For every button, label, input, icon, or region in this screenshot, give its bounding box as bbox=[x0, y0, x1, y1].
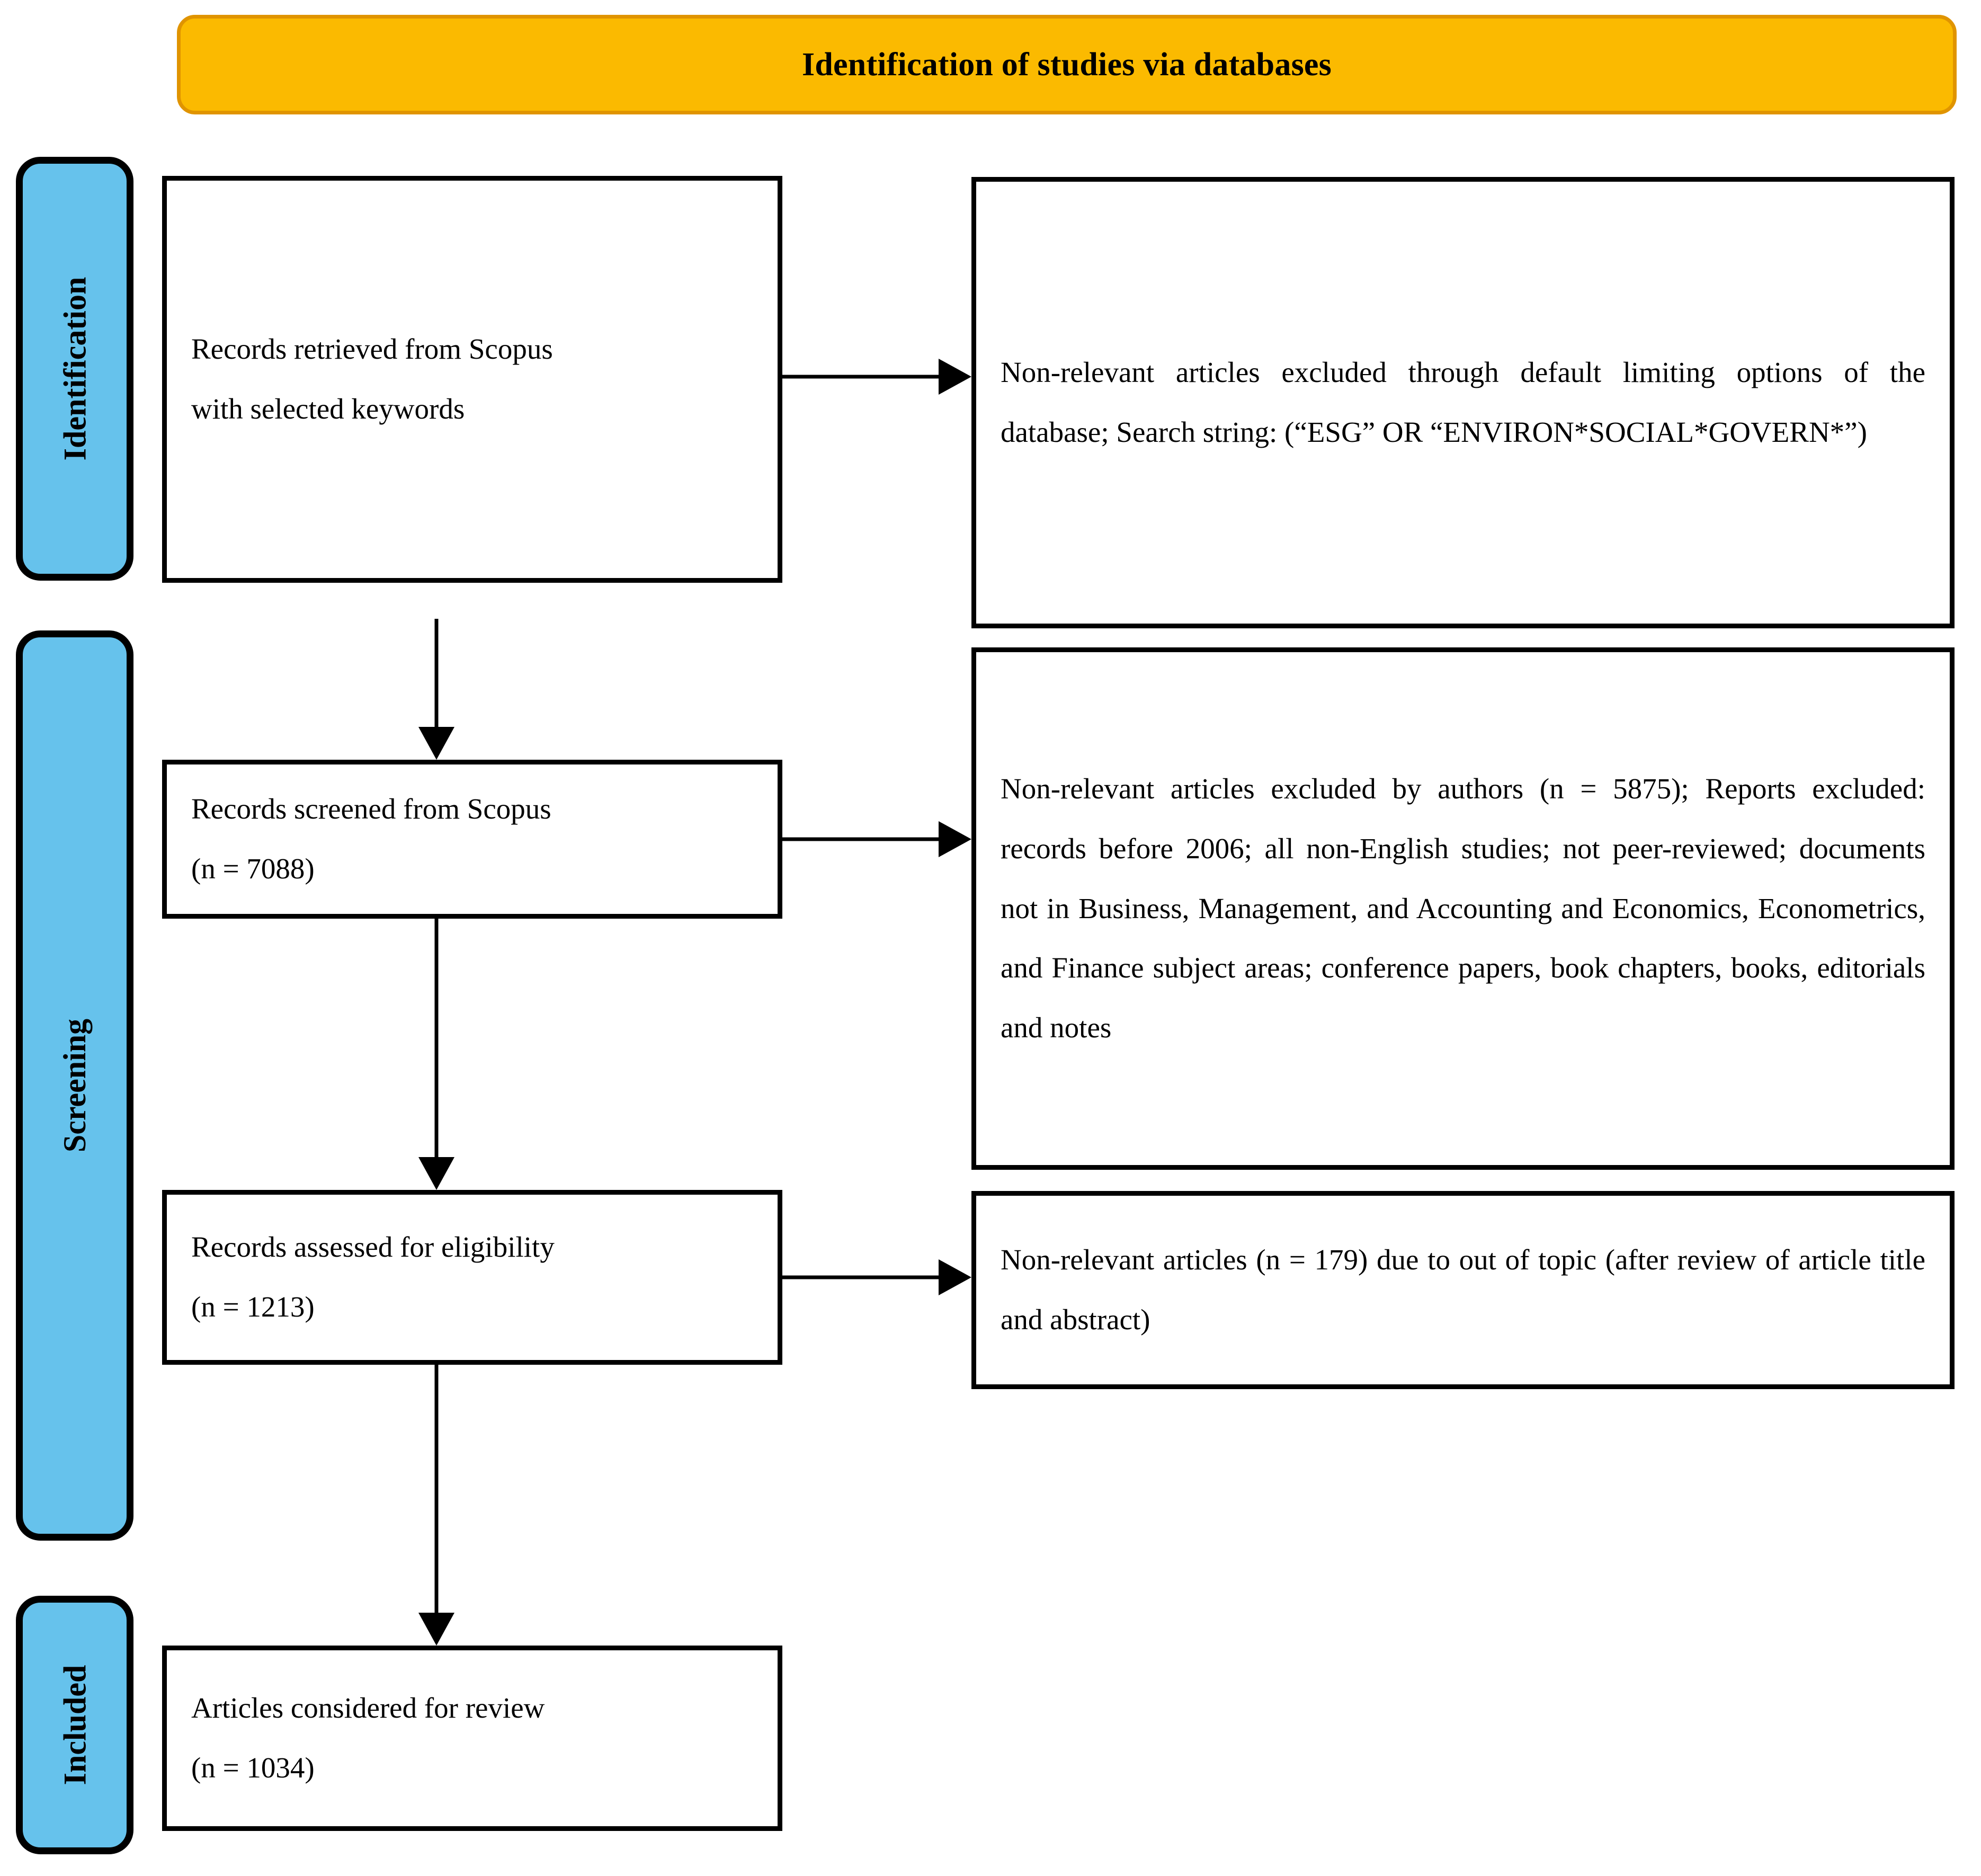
stage-label-identification: Identification bbox=[16, 157, 133, 581]
box-articles-included-count: (n = 1034) bbox=[191, 1751, 315, 1784]
arrow-head-right-icon bbox=[939, 359, 971, 395]
box-records-screened: Records screened from Scopus (n = 7088) bbox=[162, 760, 782, 919]
stage-label-screening: Screening bbox=[16, 630, 133, 1541]
box-records-retrieved-line1: Records retrieved from Scopus bbox=[191, 333, 553, 366]
header-banner: Identification of studies via databases bbox=[177, 15, 1957, 114]
arrow-shaft bbox=[434, 619, 439, 730]
stage-label-included: Included bbox=[16, 1596, 133, 1854]
box-records-screened-text: Records screened from Scopus (n = 7088) bbox=[167, 779, 778, 899]
box-records-retrieved-text: Records retrieved from Scopus with selec… bbox=[167, 319, 778, 439]
arrow-shaft bbox=[782, 375, 941, 379]
box-excluded-default-limiting-text: Non-relevant articles excluded through d… bbox=[1001, 356, 1925, 448]
box-excluded-out-of-topic-text: Non-relevant articles (n = 179) due to o… bbox=[1001, 1243, 1925, 1336]
stage-label-included-text: Included bbox=[57, 1665, 93, 1785]
arrow-down-assessed-to-included bbox=[418, 1365, 455, 1646]
box-excluded-default-limiting: Non-relevant articles excluded through d… bbox=[971, 177, 1955, 628]
arrow-shaft bbox=[782, 1275, 941, 1279]
box-records-screened-line1: Records screened from Scopus bbox=[191, 793, 551, 825]
box-excluded-by-authors-text: Non-relevant articles excluded by author… bbox=[1001, 772, 1925, 1044]
arrow-down-screened-to-assessed bbox=[418, 919, 455, 1190]
box-records-assessed: Records assessed for eligibility (n = 12… bbox=[162, 1190, 782, 1365]
box-excluded-out-of-topic: Non-relevant articles (n = 179) due to o… bbox=[971, 1191, 1955, 1389]
arrow-head-down-icon bbox=[418, 1613, 454, 1646]
arrow-head-down-icon bbox=[418, 727, 454, 760]
box-articles-included: Articles considered for review (n = 1034… bbox=[162, 1646, 782, 1831]
box-records-retrieved: Records retrieved from Scopus with selec… bbox=[162, 176, 782, 583]
page-title: Identification of studies via databases bbox=[802, 46, 1332, 83]
stage-label-identification-text: Identification bbox=[57, 277, 93, 461]
arrow-down-retrieved-to-screened bbox=[418, 619, 455, 760]
arrow-right-assessed-to-excluded-out-of-topic bbox=[782, 1259, 971, 1296]
arrow-right-retrieved-to-excluded-default bbox=[782, 358, 971, 395]
box-records-retrieved-line2: with selected keywords bbox=[191, 393, 465, 425]
box-records-assessed-count: (n = 1213) bbox=[191, 1291, 315, 1323]
box-records-assessed-line1: Records assessed for eligibility bbox=[191, 1231, 555, 1264]
arrow-head-right-icon bbox=[939, 1259, 971, 1295]
stage-label-screening-text: Screening bbox=[57, 1018, 92, 1153]
box-records-assessed-text: Records assessed for eligibility (n = 12… bbox=[167, 1217, 778, 1337]
box-articles-included-line1: Articles considered for review bbox=[191, 1692, 545, 1724]
box-articles-included-text: Articles considered for review (n = 1034… bbox=[167, 1678, 778, 1798]
box-records-screened-count: (n = 7088) bbox=[191, 852, 315, 885]
arrow-shaft bbox=[434, 1365, 439, 1616]
arrow-head-right-icon bbox=[939, 821, 971, 857]
arrow-shaft bbox=[434, 919, 439, 1160]
arrow-right-screened-to-excluded-authors bbox=[782, 821, 971, 858]
box-excluded-by-authors: Non-relevant articles excluded by author… bbox=[971, 647, 1955, 1170]
arrow-head-down-icon bbox=[418, 1157, 454, 1190]
arrow-shaft bbox=[782, 837, 941, 841]
